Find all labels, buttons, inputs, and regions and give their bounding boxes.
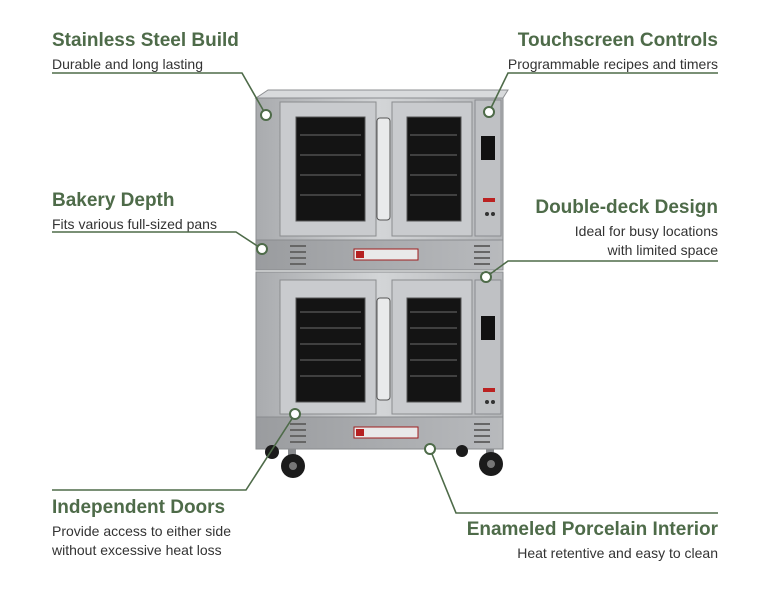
leader-lines xyxy=(52,72,718,514)
feature-bakery-depth: Bakery Depth Fits various full-sized pan… xyxy=(52,190,217,234)
feature-desc: Heat retentive and easy to clean xyxy=(517,545,718,561)
feature-porcelain-interior: Enameled Porcelain Interior Heat retenti… xyxy=(467,519,718,563)
feature-desc: Ideal for busy locations with limited sp… xyxy=(574,223,718,258)
leader-dots xyxy=(256,106,495,455)
feature-title: Stainless Steel Build xyxy=(52,30,239,51)
dot-bakery xyxy=(256,243,268,255)
feature-desc: Programmable recipes and timers xyxy=(507,56,718,72)
feature-independent-doors: Independent Doors Provide access to eith… xyxy=(52,497,231,560)
feature-desc: Provide access to either side without ex… xyxy=(52,523,231,558)
dot-touchscreen xyxy=(483,106,495,118)
leader-touchscreen xyxy=(488,72,718,113)
feature-double-deck: Double-deck Design Ideal for busy locati… xyxy=(535,197,718,260)
upper-deck xyxy=(254,89,509,271)
lower-door-handle xyxy=(376,297,391,401)
feature-stainless-steel: Stainless Steel Build Durable and long l… xyxy=(52,30,239,74)
leader-double xyxy=(485,260,718,278)
dot-double xyxy=(480,271,492,283)
feature-desc: Fits various full-sized pans xyxy=(52,216,217,232)
feature-desc: Durable and long lasting xyxy=(52,56,203,72)
dot-stainless xyxy=(260,109,272,121)
lower-deck xyxy=(255,271,504,450)
feature-title: Bakery Depth xyxy=(52,190,175,211)
feature-title: Independent Doors xyxy=(52,497,226,518)
touchscreen-display xyxy=(481,136,495,160)
upper-door-handle xyxy=(376,117,391,221)
casters xyxy=(265,445,503,478)
dot-doors xyxy=(289,408,301,420)
leader-doors xyxy=(52,413,296,491)
leader-stainless xyxy=(52,72,267,116)
leader-porcelain xyxy=(429,448,718,514)
dot-porcelain xyxy=(424,443,436,455)
brand-plate-upper xyxy=(353,248,419,261)
feature-title: Double-deck Design xyxy=(535,197,718,218)
leader-bakery xyxy=(52,231,263,250)
feature-touchscreen: Touchscreen Controls Programmable recipe… xyxy=(508,30,718,74)
lower-control-panel xyxy=(474,279,502,415)
feature-title: Touchscreen Controls xyxy=(517,30,718,51)
feature-title: Enameled Porcelain Interior xyxy=(466,519,718,540)
brand-plate-lower xyxy=(353,426,419,439)
